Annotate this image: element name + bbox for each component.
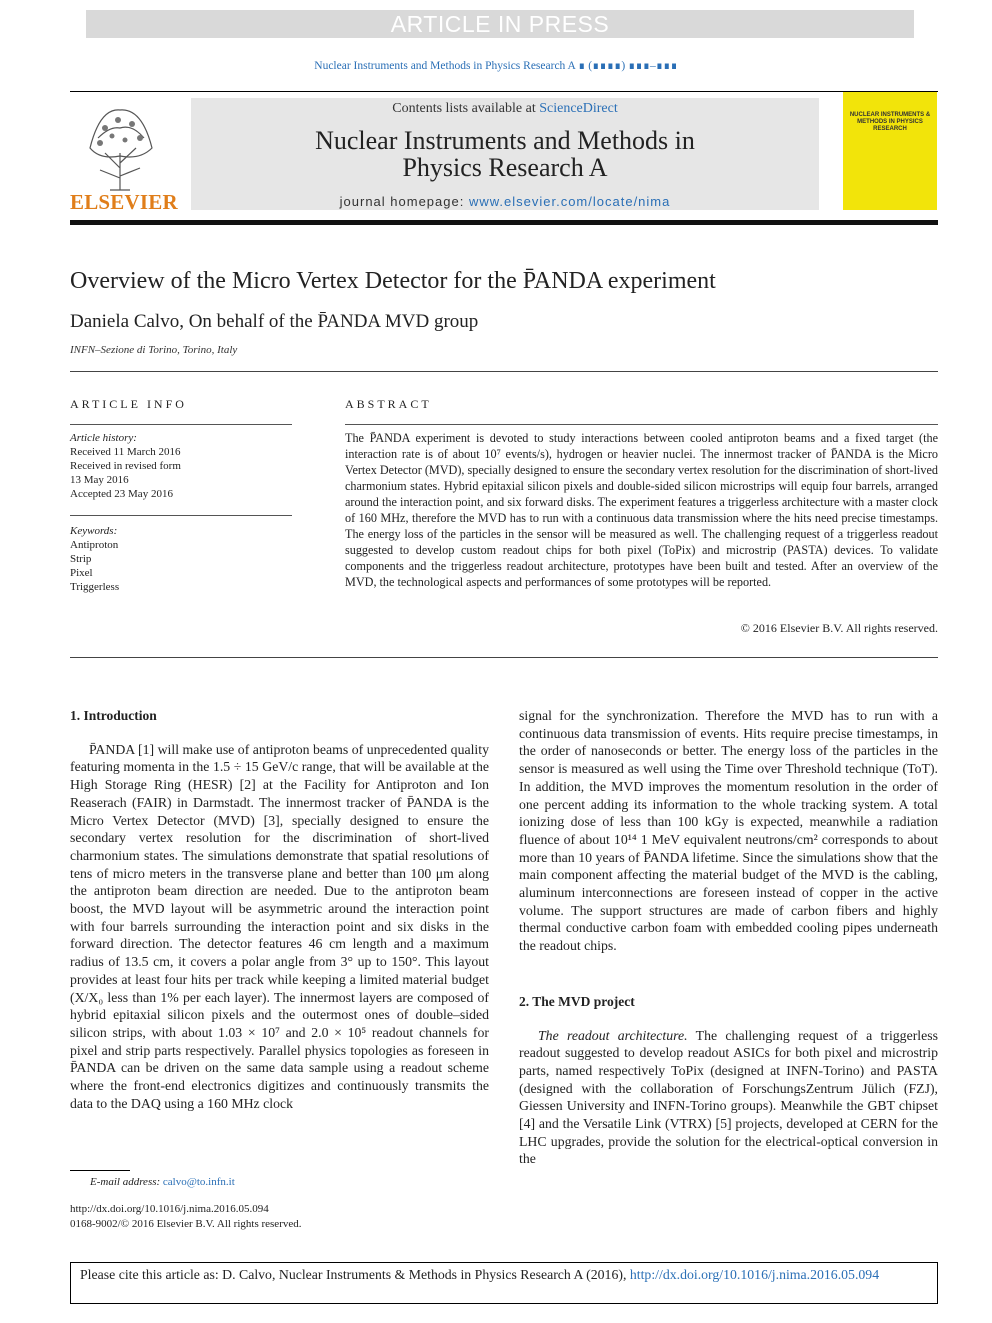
doi-link[interactable]: http://dx.doi.org/10.1016/j.nima.2016.05… <box>70 1203 269 1215</box>
cite-box-prefix: Please cite this article as: D. Calvo, N… <box>80 1267 630 1282</box>
history-item: 13 May 2016 <box>70 474 129 486</box>
keyword-item: Triggerless <box>70 581 120 593</box>
abstract-rule <box>345 424 938 425</box>
article-info-rule <box>70 424 292 425</box>
abstract-end-rule <box>70 657 938 658</box>
readout-architecture-paragraph: The readout architecture. The challengin… <box>519 1027 938 1169</box>
homepage-prefix: journal homepage: <box>339 194 469 209</box>
article-history: Article history: Received 11 March 2016 … <box>70 431 292 501</box>
footnote-rule <box>70 1170 130 1171</box>
journal-title-line2: Physics Research A <box>402 153 608 182</box>
elsevier-tree-logo <box>89 109 153 191</box>
elsevier-wordmark: ELSEVIER <box>70 190 178 214</box>
keywords-block: Keywords: Antiproton Strip Pixel Trigger… <box>70 524 292 594</box>
author-affiliation: INFN–Sezione di Torino, Torino, Italy <box>70 344 238 356</box>
issn-line: 0168-9002/© 2016 Elsevier B.V. All right… <box>70 1218 302 1230</box>
history-item: Received in revised form <box>70 460 181 472</box>
journal-title-line1: Nuclear Instruments and Methods in <box>315 126 695 155</box>
journal-masthead <box>191 98 819 210</box>
header-rule <box>70 91 938 92</box>
synchronization-paragraph: signal for the synchronization. Therefor… <box>519 708 938 954</box>
readout-architecture-runin: The readout architecture. <box>538 1027 688 1043</box>
keyword-item: Antiproton <box>70 539 119 551</box>
masthead-thick-rule <box>70 220 938 225</box>
journal-homepage: journal homepage: www.elsevier.com/locat… <box>191 194 819 209</box>
cite-box-text: Please cite this article as: D. Calvo, N… <box>80 1266 928 1283</box>
article-authors: Daniela Calvo, On behalf of the P̄ANDA M… <box>70 311 479 332</box>
keywords-label: Keywords: <box>70 525 118 537</box>
cite-box-doi-link[interactable]: http://dx.doi.org/10.1016/j.nima.2016.05… <box>629 1267 880 1282</box>
body-column-right: signal for the synchronization. Therefor… <box>519 707 938 1168</box>
abstract-text: The P̄ANDA experiment is devoted to stud… <box>345 431 938 589</box>
email-label: E-mail address: <box>90 1176 163 1188</box>
journal-citation-link[interactable]: Nuclear Instruments and Methods in Physi… <box>314 60 678 72</box>
keyword-item: Pixel <box>70 567 93 579</box>
history-item: Received 11 March 2016 <box>70 446 181 458</box>
introduction-paragraph: P̄ANDA [1] will make use of antiproton b… <box>70 741 489 1111</box>
history-item: Accepted 23 May 2016 <box>70 488 173 500</box>
homepage-link[interactable]: www.elsevier.com/locate/nima <box>468 194 671 209</box>
journal-cover-text: NUCLEAR INSTRUMENTS & METHODS IN PHYSICS… <box>849 112 931 132</box>
keywords-rule <box>70 515 292 516</box>
abstract-copyright: © 2016 Elsevier B.V. All rights reserved… <box>740 621 938 635</box>
article-info-label: ARTICLE INFO <box>70 397 187 411</box>
contents-line: Contents lists available at ScienceDirec… <box>191 101 819 117</box>
title-rule <box>70 371 938 372</box>
abstract-label: ABSTRACT <box>345 397 432 411</box>
article-history-label: Article history: <box>70 432 137 444</box>
email-footnote: E-mail address: calvo@to.infn.it <box>90 1175 235 1190</box>
body-column-left: 1. Introduction P̄ANDA [1] will make use… <box>70 707 489 1112</box>
sciencedirect-link[interactable]: ScienceDirect <box>539 101 618 116</box>
contents-prefix: Contents lists available at <box>392 101 540 116</box>
email-link[interactable]: calvo@to.infn.it <box>162 1176 235 1188</box>
journal-cover-image <box>843 92 937 210</box>
article-in-press-banner: ARTICLE IN PRESS <box>86 10 914 38</box>
article-title: Overview of the Micro Vertex Detector fo… <box>70 268 716 294</box>
keyword-item: Strip <box>70 553 92 565</box>
section-heading-mvd-project: 2. The MVD project <box>519 993 635 1009</box>
cite-box <box>70 1262 938 1304</box>
readout-architecture-text: The challenging request of a triggerless… <box>519 1027 938 1167</box>
journal-title: Nuclear Instruments and Methods in Physi… <box>191 127 819 181</box>
section-heading-introduction: 1. Introduction <box>70 708 157 723</box>
